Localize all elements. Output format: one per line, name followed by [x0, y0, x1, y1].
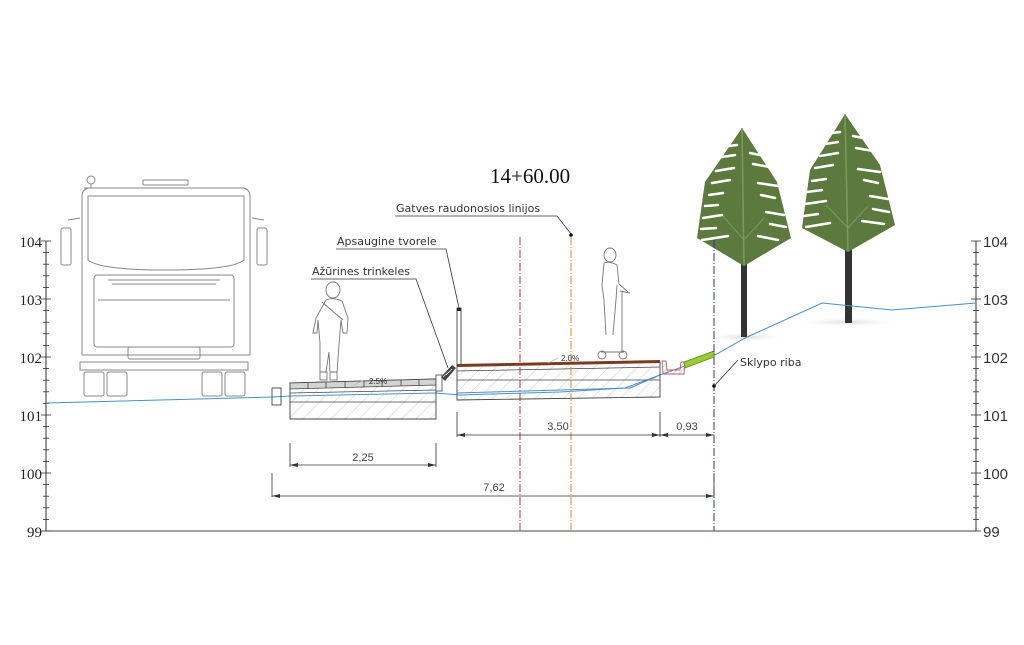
right-axis-label-100: 100 — [983, 466, 1008, 483]
bikepath-slope-label: 2.0% — [561, 354, 579, 363]
tree-crown — [802, 114, 895, 252]
sidewalk-slope-marker: 2.5% — [353, 377, 387, 386]
callout-red-lines-text: Gatves raudonosios linijos — [396, 202, 540, 215]
right-axis-label-102: 102 — [983, 350, 1008, 367]
dimension-verge-label: 0,93 — [676, 421, 697, 433]
station-title: 14+60.00 — [490, 164, 570, 188]
left-axis-label-100: 100 — [20, 467, 43, 483]
dimension-verge — [660, 433, 714, 437]
dimension-total-label: 7,62 — [483, 482, 504, 494]
tree-1 — [697, 127, 791, 337]
curb-grass-pavers — [441, 365, 456, 381]
callout-curb-text: Ažūrines trinkeles — [312, 265, 410, 278]
callout-red-lines: Gatves raudonosios linijos — [395, 202, 573, 237]
sidewalk-slope-label: 2.5% — [369, 377, 387, 386]
dimension-bikepath-label: 3,50 — [547, 421, 568, 433]
right-axis-label-103: 103 — [983, 292, 1008, 309]
dimension-sidewalk-label: 2,25 — [352, 452, 373, 464]
bikepath-slope-marker: 2.0% — [547, 354, 579, 364]
tree-2 — [802, 113, 895, 323]
tree-crown — [697, 128, 791, 266]
drainage-trough — [661, 360, 686, 375]
truck-front-view — [60, 175, 268, 397]
dimension-bikepath — [456, 412, 661, 437]
left-elevation-axis: 104 103 102 101 100 99 — [20, 235, 51, 541]
bikepath-section — [456, 360, 661, 401]
callout-fence-text: Apsaugine tvorele — [337, 235, 437, 248]
grass-slope — [683, 350, 715, 369]
callout-fence: Apsaugine tvorele — [336, 235, 460, 309]
tree-trunk — [741, 262, 747, 337]
callout-curb: Ažūrines trinkeles — [311, 265, 449, 369]
tree-trunk — [845, 248, 852, 323]
e-scooter-rider — [597, 247, 631, 360]
callout-property-text: Sklypo riba — [740, 356, 801, 369]
right-axis-label-99: 99 — [983, 524, 1000, 541]
dimension-total — [271, 473, 715, 498]
callout-property: Sklypo riba — [712, 356, 801, 388]
left-axis-label-103: 103 — [20, 293, 43, 309]
right-elevation-axis: 104 103 102 101 100 99 — [971, 234, 1008, 541]
left-axis-label-99: 99 — [27, 525, 42, 541]
dimension-sidewalk — [289, 443, 437, 467]
left-axis-label-104: 104 — [20, 235, 43, 251]
left-axis-label-102: 102 — [20, 351, 43, 367]
protective-fence — [456, 307, 462, 366]
pedestrian — [312, 281, 349, 381]
sidewalk-section — [271, 374, 443, 420]
right-axis-label-104: 104 — [983, 234, 1008, 251]
left-axis-label-101: 101 — [20, 409, 43, 425]
right-axis-label-101: 101 — [983, 408, 1008, 425]
